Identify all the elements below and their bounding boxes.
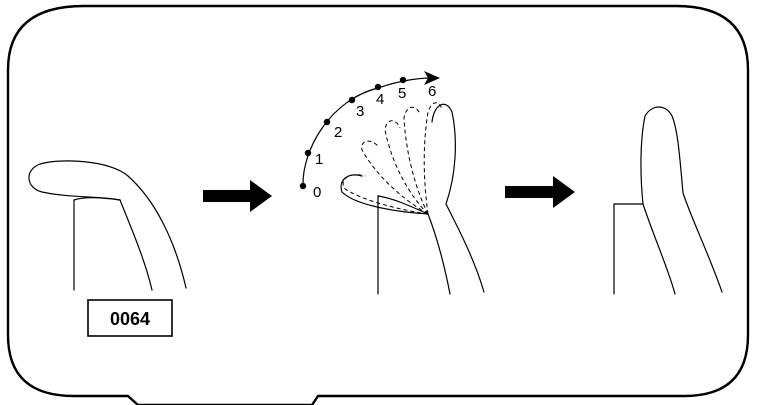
- step-label: 1: [315, 151, 323, 168]
- motion-arrowhead: [424, 71, 440, 85]
- step-dot: [304, 149, 312, 157]
- step-dot: [399, 76, 407, 84]
- arrow-right-icon: [203, 180, 272, 212]
- step-label: 5: [398, 85, 406, 102]
- stage-1-folded-flap: [28, 160, 187, 291]
- arrow-right-icon: [505, 176, 575, 208]
- step-dot: [348, 96, 356, 104]
- step-dot: [299, 182, 307, 190]
- step-label: 0: [313, 184, 321, 201]
- step-label: 6: [428, 83, 436, 100]
- step-dot: [374, 83, 382, 91]
- step-dot: [323, 118, 331, 126]
- step-label: 4: [376, 91, 384, 108]
- stage-2-unfolding-flap: 0 1 2 3 4 5 6: [299, 71, 485, 295]
- figure-label: 0064: [87, 299, 173, 337]
- figure-label-text: 0064: [110, 309, 150, 329]
- step-label: 3: [356, 103, 364, 120]
- step-label: 2: [334, 124, 342, 141]
- stage-3-upright-flap: [613, 106, 723, 295]
